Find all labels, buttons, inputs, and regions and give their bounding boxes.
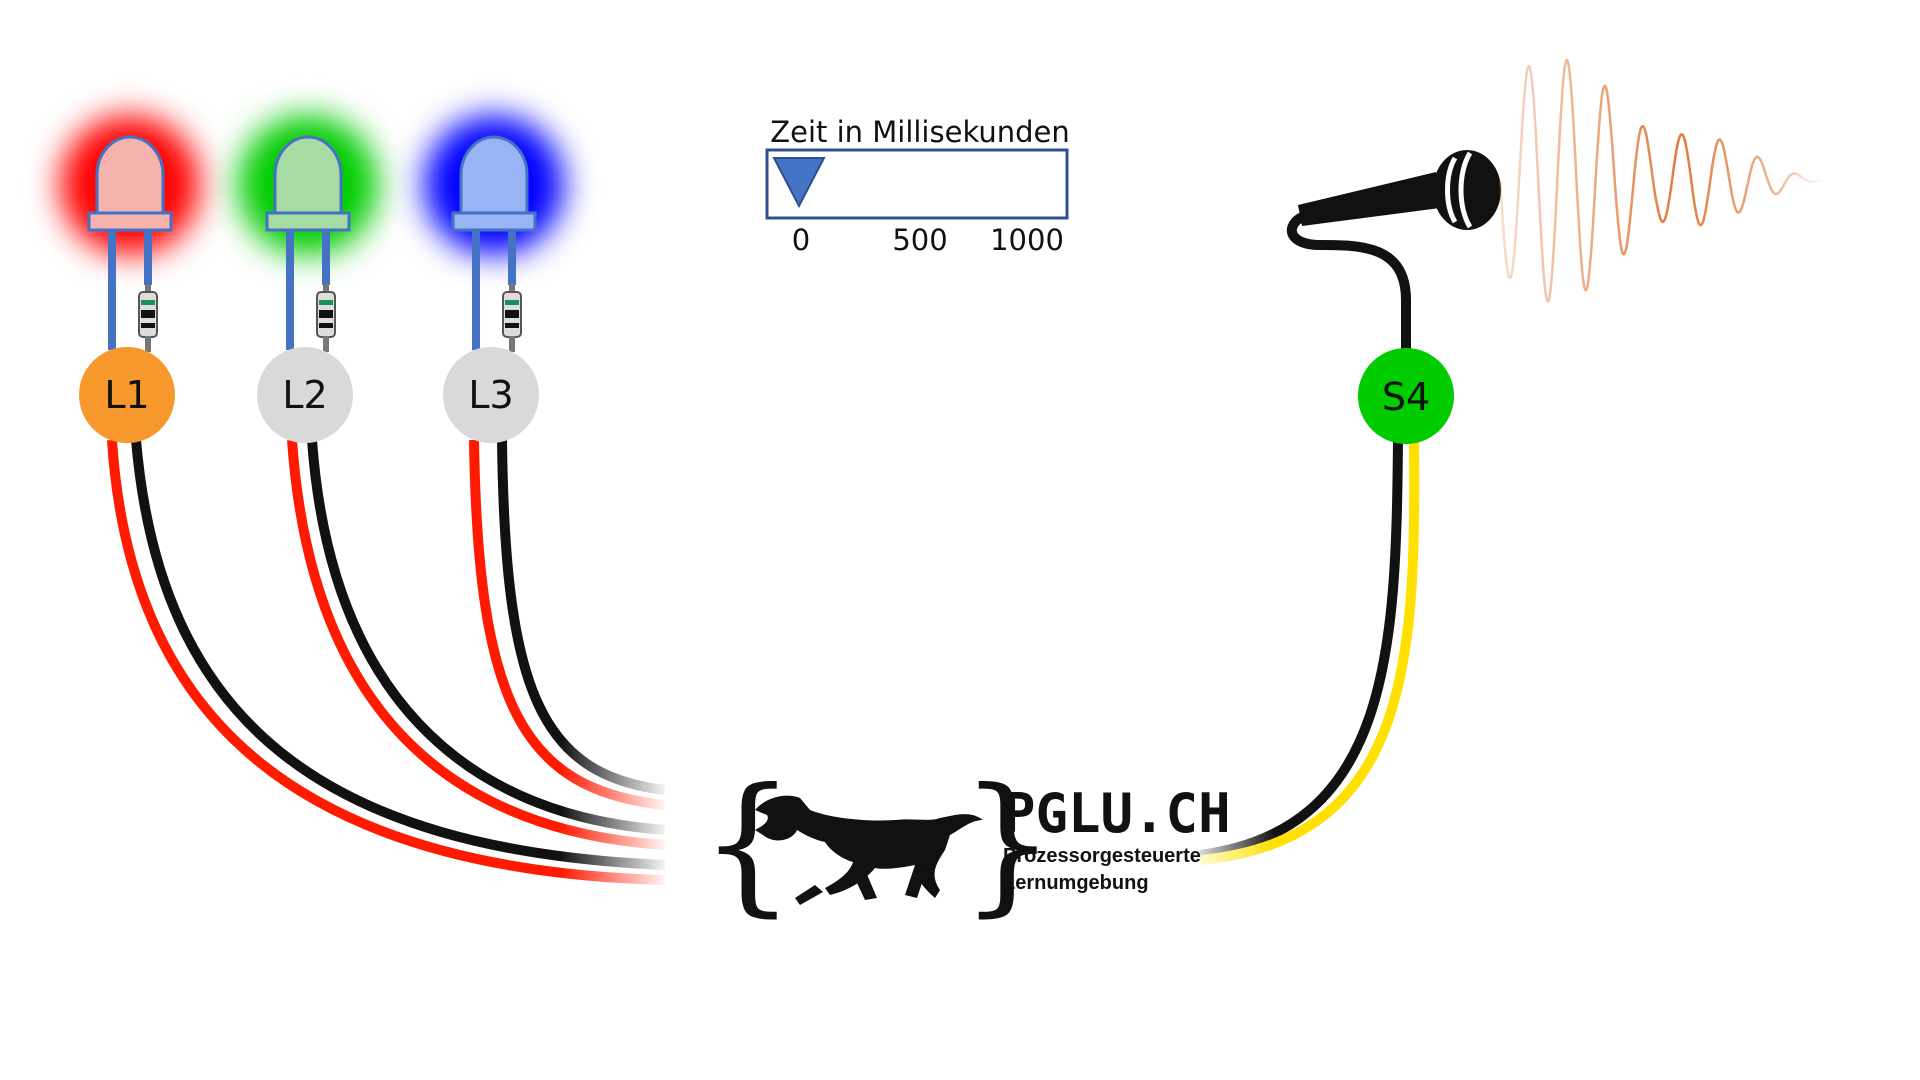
slider-tick: 500 xyxy=(892,223,947,257)
mic-ring xyxy=(1445,156,1458,224)
wire-fade-left xyxy=(560,740,670,940)
sound-wave-icon xyxy=(1498,58,1825,303)
resistor-band xyxy=(319,323,333,328)
led-dome xyxy=(459,135,529,217)
led-badge-l1[interactable] xyxy=(79,347,175,443)
pglu-logo: { } PGLU.CH Prozessorgesteuerte Lernumge… xyxy=(700,757,1231,931)
mic-ring xyxy=(1458,151,1473,229)
wire-l1-black xyxy=(131,439,666,870)
led-leg xyxy=(472,225,480,350)
led-leg xyxy=(508,225,516,285)
led-label: L2 xyxy=(282,373,327,417)
sensor-badge-s4[interactable] xyxy=(1358,348,1454,444)
resistor-band xyxy=(505,300,519,305)
sensor-wires xyxy=(1185,439,1420,900)
resistor-band xyxy=(141,300,155,305)
led-label: L1 xyxy=(104,373,149,417)
slider-title: Zeit in Millisekunden xyxy=(770,115,1070,149)
microphone-sensor: S4 xyxy=(1286,150,1501,444)
led-rim xyxy=(451,211,537,232)
mic-handle xyxy=(1298,172,1440,226)
wire-s4-yellow xyxy=(1199,439,1420,865)
horse-icon xyxy=(755,795,983,905)
wire-fade-right xyxy=(1185,800,1275,900)
time-slider[interactable]: Zeit in Millisekunden 0 500 1000 xyxy=(765,115,1070,257)
led-red: L1 xyxy=(60,115,200,443)
led-rim xyxy=(87,211,173,232)
resistor-lead xyxy=(323,336,329,352)
sensor-label: S4 xyxy=(1382,375,1430,419)
resistor-band xyxy=(141,323,155,328)
logo-brace-right: } xyxy=(960,757,1055,931)
led-dome xyxy=(273,135,343,217)
resistor-band xyxy=(505,310,519,318)
resistor-band xyxy=(319,300,333,305)
led-leg xyxy=(108,225,116,350)
resistor-lead xyxy=(145,336,151,352)
led-dome xyxy=(95,135,165,217)
led-wires xyxy=(107,439,670,940)
led-label: L3 xyxy=(468,373,513,417)
led-badge-l2[interactable] xyxy=(257,347,353,443)
slider-tick: 1000 xyxy=(990,223,1064,257)
led-blue: L3 xyxy=(424,115,564,443)
wire-l1-red xyxy=(107,439,666,885)
led-leg xyxy=(322,225,330,285)
logo-subtitle-1: Prozessorgesteuerte xyxy=(1003,845,1201,867)
mic-cable xyxy=(1286,213,1411,355)
resistor-band xyxy=(319,310,333,318)
led-badge-l3[interactable] xyxy=(443,347,539,443)
resistor-band xyxy=(141,310,155,318)
logo-name: PGLU.CH xyxy=(1003,782,1231,845)
led-leg xyxy=(144,225,152,285)
slider-thumb[interactable] xyxy=(772,157,826,209)
slider-tick: 0 xyxy=(792,223,810,257)
resistor-band xyxy=(505,323,519,328)
led-green: L2 xyxy=(238,115,378,443)
resistor-lead xyxy=(509,336,515,352)
led-leg xyxy=(286,225,294,350)
logo-subtitle-2: Lernumgebung xyxy=(1003,872,1149,894)
logo-brace-left: { xyxy=(700,757,795,931)
led-rim xyxy=(265,211,351,232)
